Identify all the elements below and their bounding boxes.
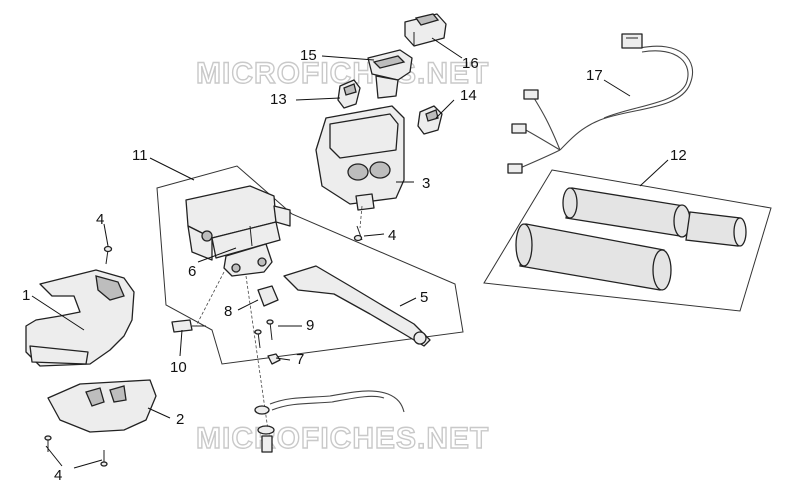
callout-4-bottom: 4 [54,467,62,484]
part-8-bracket [257,285,279,307]
screw-4-guard [103,245,113,265]
part-7-nut [267,353,281,365]
part-9-screws [254,319,274,349]
callout-6: 6 [188,263,196,280]
callout-14: 14 [460,87,477,104]
brake-hose [254,390,405,453]
part-16-connector [404,13,447,47]
part-3-switch-housing [315,105,405,211]
callout-13: 13 [270,91,287,108]
callout-10: 10 [170,359,187,376]
part-12-grip-right [562,187,747,247]
part-12-grip-left [515,223,672,291]
part-13-switch-button [337,79,361,109]
part-1-hand-guard [25,269,135,367]
callout-4-switch: 4 [388,227,396,244]
watermark-bottom: MICROFICHES.NET [196,422,489,455]
callout-8: 8 [224,303,232,320]
callout-17: 17 [586,67,603,84]
callout-16: 16 [462,55,479,72]
part-17-wiring-harness [507,33,694,174]
part-15-switch-cover [367,49,413,99]
callout-2: 2 [176,411,184,428]
part-5-brake-lever [283,265,431,347]
callout-7: 7 [296,351,304,368]
callout-9: 9 [306,317,314,334]
screw-4-switch [353,205,363,242]
part-14-switch-button [417,105,443,135]
callout-15: 15 [300,47,317,64]
part-6-clamp [223,225,273,277]
part-2-lower-guard [47,379,157,433]
callout-11: 11 [132,147,148,164]
callout-3: 3 [422,175,430,192]
axis-dashed-1 [195,271,225,327]
callout-12: 12 [670,147,687,164]
callout-4-guard: 4 [96,211,104,228]
callout-1: 1 [22,287,30,304]
axis-dashed-2 [245,275,269,431]
screws-4-bottom [44,435,108,467]
assembly-box-11 [156,165,464,365]
part-master-cylinder [185,185,291,261]
assembly-box-12 [483,169,772,312]
callout-5: 5 [420,289,428,306]
part-10-light-switch [171,319,206,333]
